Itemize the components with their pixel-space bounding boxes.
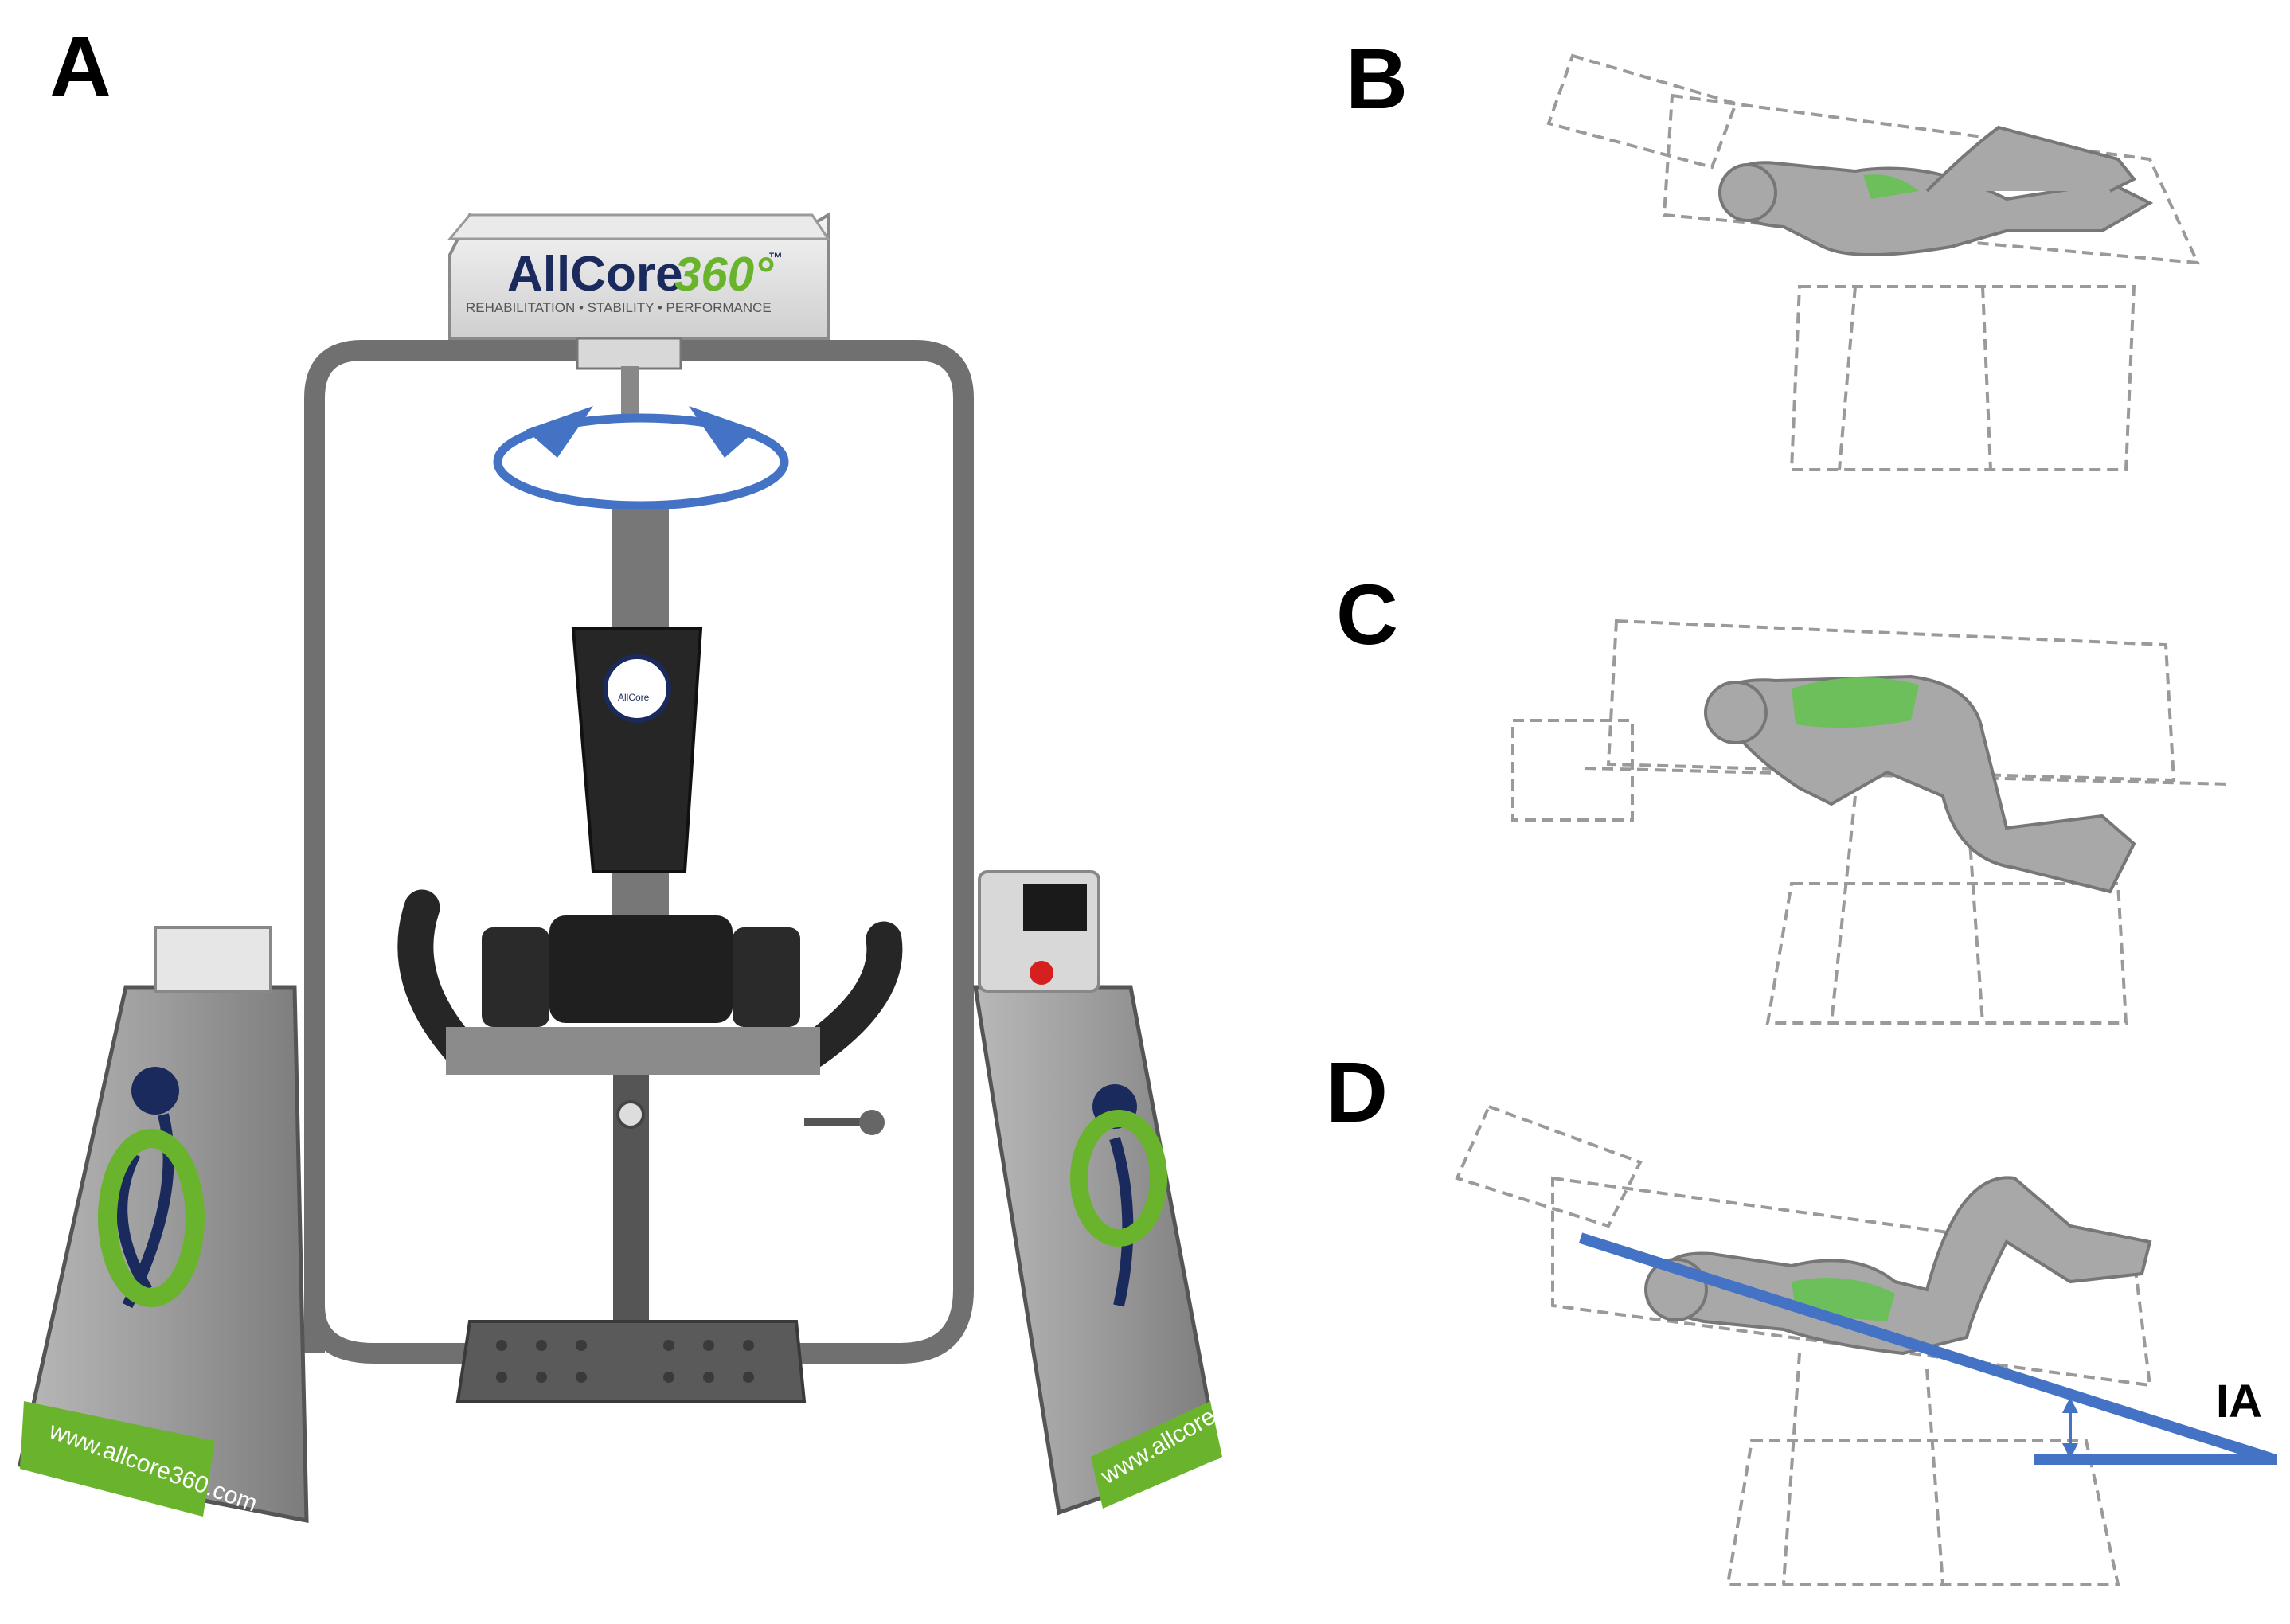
panel-c-illustration [1511, 619, 2230, 1025]
brand-trademark: ™ [768, 250, 783, 266]
right-handle [794, 921, 903, 1069]
seat-cushion [549, 915, 733, 1023]
panel-label-d: D [1326, 1044, 1388, 1140]
rotation-arrowhead-left [526, 406, 593, 458]
angle-label: IA [2216, 1376, 2262, 1427]
seat-base [446, 1027, 820, 1075]
right-logo-ring [1070, 1110, 1167, 1247]
seat-logo-badge [603, 654, 671, 723]
brand-number: 360° [674, 248, 774, 301]
figure-c-muscle [1792, 677, 1919, 728]
panel-b-illustration [1546, 53, 2201, 471]
left-logo-ring [98, 1129, 205, 1307]
figure-b-body [1726, 161, 2154, 256]
emergency-stop [1030, 961, 1053, 985]
brand-tagline: REHABILITATION • STABILITY • PERFORMANCE [466, 300, 772, 315]
figure-b-muscle [1863, 174, 1919, 199]
control-screen [1023, 884, 1087, 931]
panel-label-a: A [49, 18, 111, 115]
brand-main: AllCore [507, 247, 682, 302]
figure-c-body [1710, 674, 2136, 894]
foot-plate [455, 1320, 807, 1403]
left-logo-head [131, 1067, 179, 1115]
left-control-box [154, 926, 272, 993]
panel-label-b: B [1346, 30, 1408, 127]
inclination-line [1578, 1232, 2276, 1465]
rotation-arrowhead-right [689, 406, 756, 458]
top-clamp [576, 337, 682, 370]
panel-d-illustration: IA [1455, 1104, 2277, 1586]
machine-frame [304, 340, 974, 1364]
panel-label-c: C [1336, 566, 1398, 662]
seat-badge-text: AllCore [618, 692, 650, 703]
right-website-strip [1091, 1401, 1222, 1509]
rotation-arrow [493, 413, 789, 510]
adjust-knob [859, 1110, 885, 1135]
machine-illustration: AllCore 360° ™ REHABILITATION • STABILIT… [18, 212, 1299, 1524]
figure-d-body [1655, 1176, 2152, 1356]
left-website-strip [20, 1401, 215, 1517]
